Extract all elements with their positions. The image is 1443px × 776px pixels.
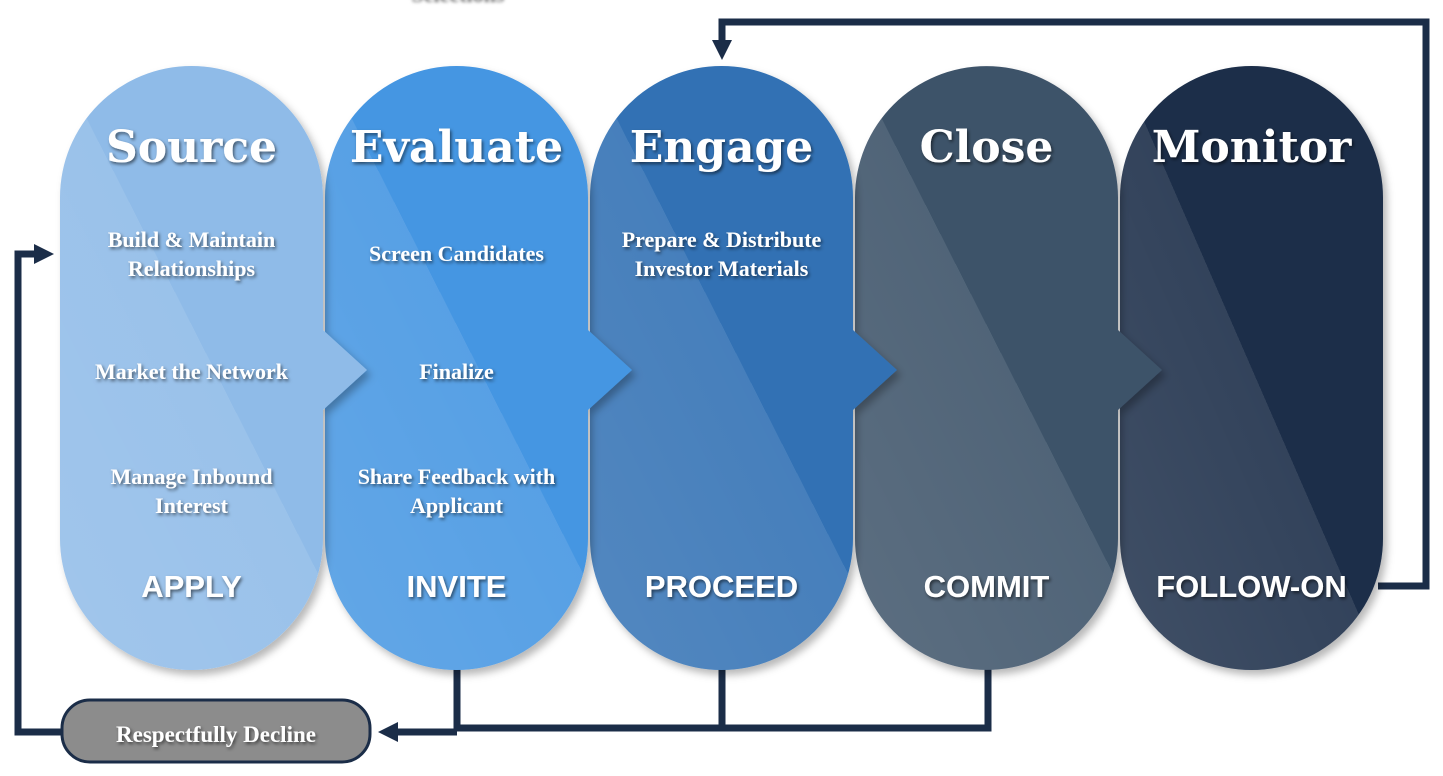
stage-item-text: Screen Candidates [369,241,544,266]
stage-item-text: Relationships [128,256,256,281]
stage-title: Monitor [1152,122,1352,173]
stage-action-label: FOLLOW-ON [1156,569,1347,604]
stage-title: Source [106,122,277,173]
stage-item-text: Selections [410,0,503,5]
connector-lines [14,18,1430,742]
loop-back-connector [712,18,1430,590]
stage-item-text: Manage Inbound [110,464,272,489]
stage-action-label: PROCEED [645,569,798,604]
stage-action-label: COMMIT [924,569,1050,604]
stage-action-label: APPLY [141,569,242,604]
stage-pills: MonitorFOLLOW-ONCloseCOMMITEngagePrepare… [60,0,1383,670]
stage-item-text: Interest [155,493,229,518]
stage-item-text: Share Feedback with [358,464,556,489]
stage-pill-highlight [590,66,897,670]
stage-title: Close [920,122,1054,173]
stage-item-text: Build & Maintain [108,227,275,252]
stages-to-decline-connector [453,668,992,732]
stage-pill-highlight [60,66,367,670]
decline-label: Respectfully Decline [116,722,316,747]
stage-pill-highlight [855,66,1162,670]
stage-item-text: Investor Materials [635,256,809,281]
decline-box-shape [60,698,372,764]
stage-item-text: Finalize [419,359,494,384]
stage-title: Engage [630,122,814,173]
stage-item-text: Market the Network [95,359,289,384]
decline-box: Respectfully Decline [60,698,372,764]
stage-pill-highlight [1120,66,1383,670]
stage-pill-highlight [325,66,632,670]
stage-item-text: Prepare & Distribute [622,227,822,252]
stage-item-text: Applicant [410,493,504,518]
stage-action-label: INVITE [407,569,507,604]
stage-title: Evaluate [350,122,563,173]
decline-to-source-connector [14,244,62,736]
